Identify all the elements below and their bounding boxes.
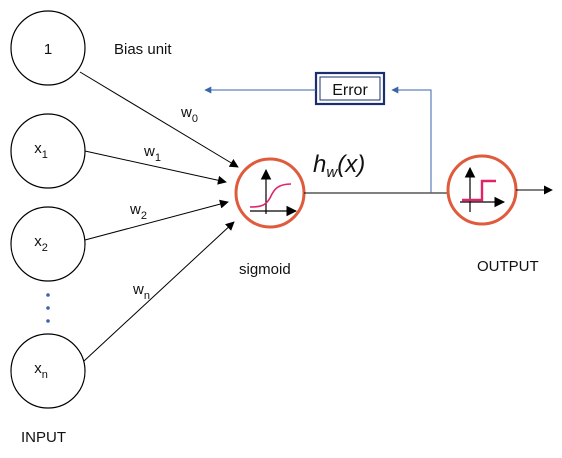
edge-w2 bbox=[84, 199, 229, 241]
ellipsis-dots bbox=[46, 293, 50, 323]
bias-node-label: 1 bbox=[44, 41, 52, 58]
input-node-xn: xn bbox=[10, 333, 86, 409]
edge-w0 bbox=[79, 71, 239, 168]
x2-label-base: x bbox=[34, 233, 42, 250]
output-node bbox=[446, 154, 518, 226]
xn-label-base: x bbox=[34, 360, 42, 377]
weight-label-w1: w1 bbox=[143, 143, 161, 164]
svg-text:xn: xn bbox=[34, 360, 48, 381]
input-node-x2: x2 bbox=[10, 206, 86, 282]
x1-label-base: x bbox=[34, 140, 42, 157]
input-node-x1: x1 bbox=[10, 113, 86, 189]
sigmoid-curve bbox=[249, 183, 292, 208]
svg-text:x1: x1 bbox=[34, 140, 48, 161]
error-feedback-line bbox=[391, 86, 432, 193]
x1-label-sub: 1 bbox=[42, 149, 48, 161]
input-node-bias: 1 bbox=[10, 10, 86, 86]
sigmoid-node bbox=[234, 157, 306, 229]
error-label: Error bbox=[332, 82, 368, 99]
xn-label-sub: n bbox=[42, 369, 48, 381]
output-label: OUTPUT bbox=[477, 258, 539, 275]
bias-unit-label: Bias unit bbox=[114, 41, 172, 58]
weight-label-w2: w2 bbox=[129, 201, 147, 222]
svg-text:x2: x2 bbox=[34, 233, 48, 254]
edge-wn bbox=[83, 221, 235, 362]
error-box: Error bbox=[314, 71, 386, 106]
weight-label-w0: w0 bbox=[180, 104, 198, 125]
weight-label-wn: wn bbox=[132, 281, 150, 302]
step-function bbox=[462, 179, 496, 202]
x2-label-sub: 2 bbox=[42, 242, 48, 254]
hypothesis-label: hw(x) bbox=[313, 151, 365, 181]
input-label: INPUT bbox=[21, 429, 66, 446]
edge-w1 bbox=[84, 150, 227, 185]
sigmoid-label: sigmoid bbox=[239, 261, 291, 278]
